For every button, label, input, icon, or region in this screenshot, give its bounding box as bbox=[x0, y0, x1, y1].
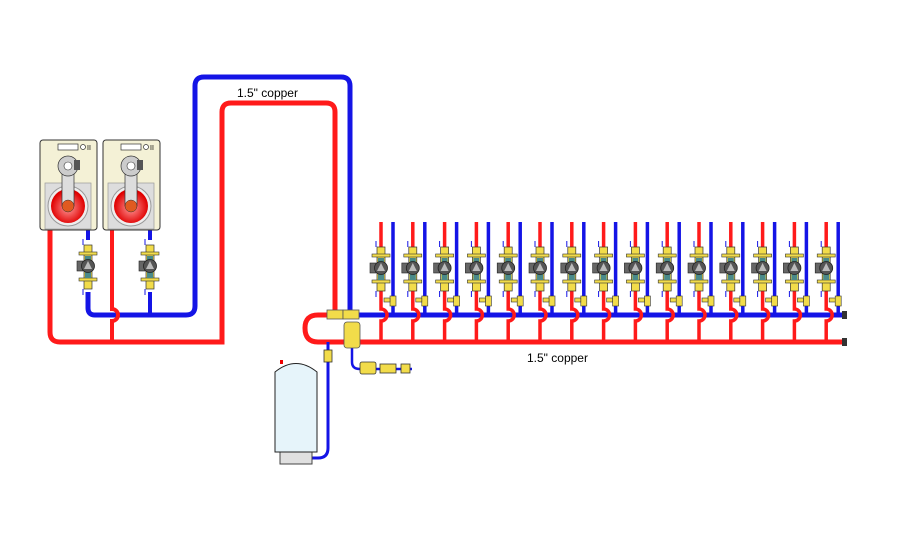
circulator-pump bbox=[560, 241, 582, 297]
circulator-pump bbox=[528, 241, 550, 297]
zone-supply-pipe bbox=[824, 222, 834, 342]
pressure-reducing-valve bbox=[359, 361, 377, 375]
expansion-tank bbox=[274, 360, 318, 465]
circulator-pump bbox=[433, 241, 454, 297]
zone-supply-pipe bbox=[570, 222, 580, 342]
boiler-label: II bbox=[87, 145, 91, 152]
zone-supply-pipe bbox=[792, 222, 803, 342]
circulator-pump bbox=[624, 241, 645, 297]
zone-supply-pipe bbox=[379, 222, 389, 342]
zone-supply-pipe bbox=[633, 222, 644, 342]
zone-valve bbox=[828, 295, 842, 307]
zone-supply-pipe bbox=[506, 222, 516, 342]
supply-main-pipe bbox=[47, 100, 845, 345]
zone-valve bbox=[479, 295, 492, 307]
circulator-pump bbox=[138, 239, 160, 295]
zone-branch bbox=[528, 222, 556, 342]
zone-branch bbox=[592, 222, 619, 342]
zone-supply-pipe bbox=[538, 222, 548, 342]
backflow-preventer bbox=[379, 363, 397, 374]
zone-branch bbox=[655, 222, 683, 342]
zone-supply-pipe bbox=[760, 222, 771, 342]
zone-valve bbox=[447, 295, 460, 307]
zone-branch bbox=[719, 222, 747, 342]
circulator-pump bbox=[496, 241, 518, 297]
circulator-pump bbox=[369, 241, 391, 297]
zone-supply-pipe bbox=[411, 222, 421, 342]
header-pipe-label: 1.5" copper bbox=[527, 351, 588, 365]
circulator-pump bbox=[592, 241, 613, 297]
zone-valve bbox=[797, 295, 810, 307]
circulator-pump bbox=[783, 241, 804, 297]
zone-valve bbox=[415, 295, 429, 307]
zone-supply-pipe bbox=[729, 222, 739, 342]
header-end-cap bbox=[842, 338, 847, 346]
zone-valve bbox=[638, 295, 651, 307]
zone-branch bbox=[687, 222, 715, 342]
zone-valve bbox=[606, 295, 619, 307]
air-separator bbox=[343, 321, 361, 349]
circulator-pump bbox=[719, 241, 741, 297]
zone-branch bbox=[465, 222, 492, 342]
zone-supply-pipe bbox=[665, 222, 675, 342]
shutoff-valve bbox=[400, 363, 411, 374]
boilers: II II bbox=[39, 139, 161, 295]
zone-valve bbox=[669, 295, 683, 307]
zone-branch bbox=[369, 222, 397, 342]
boiler-label: II bbox=[150, 145, 154, 152]
zone-valve bbox=[765, 295, 778, 307]
zone-valve bbox=[701, 295, 715, 307]
circulator-pump bbox=[751, 241, 772, 297]
boiler-2: II bbox=[102, 139, 161, 231]
zone-valve bbox=[383, 295, 397, 307]
zone-supply-pipe bbox=[601, 222, 612, 342]
circulator-pump bbox=[687, 241, 709, 297]
tank-valve bbox=[323, 349, 333, 363]
circulator-pump bbox=[76, 239, 98, 295]
zone-supply-pipe bbox=[474, 222, 485, 342]
return-main-pipe bbox=[85, 74, 845, 318]
zone-supply-pipe bbox=[442, 222, 453, 342]
expansion-tank-pipe bbox=[308, 342, 330, 460]
top-pipe-label: 1.5" copper bbox=[237, 86, 298, 100]
header-tee bbox=[326, 309, 344, 320]
circulator-pump bbox=[655, 241, 677, 297]
zone-valve bbox=[510, 295, 524, 307]
circulator-pump bbox=[465, 241, 486, 297]
zone-branch bbox=[624, 222, 651, 342]
zone-branches bbox=[369, 222, 842, 342]
zone-valve bbox=[733, 295, 747, 307]
zone-branch bbox=[751, 222, 778, 342]
zone-supply-pipe bbox=[697, 222, 707, 342]
zone-branch bbox=[401, 222, 429, 342]
header-end-cap bbox=[842, 311, 847, 319]
zone-branch bbox=[433, 222, 460, 342]
header-tee bbox=[342, 309, 360, 320]
zone-valve bbox=[574, 295, 588, 307]
zone-branch bbox=[814, 222, 842, 342]
circulator-pump bbox=[814, 241, 836, 297]
zone-branch bbox=[783, 222, 810, 342]
boiler-1: II bbox=[39, 139, 98, 231]
zone-branch bbox=[496, 222, 524, 342]
zone-branch bbox=[560, 222, 588, 342]
boiler2-supply-leg bbox=[110, 228, 120, 342]
zone-valve bbox=[542, 295, 556, 307]
circulator-pump bbox=[401, 241, 423, 297]
